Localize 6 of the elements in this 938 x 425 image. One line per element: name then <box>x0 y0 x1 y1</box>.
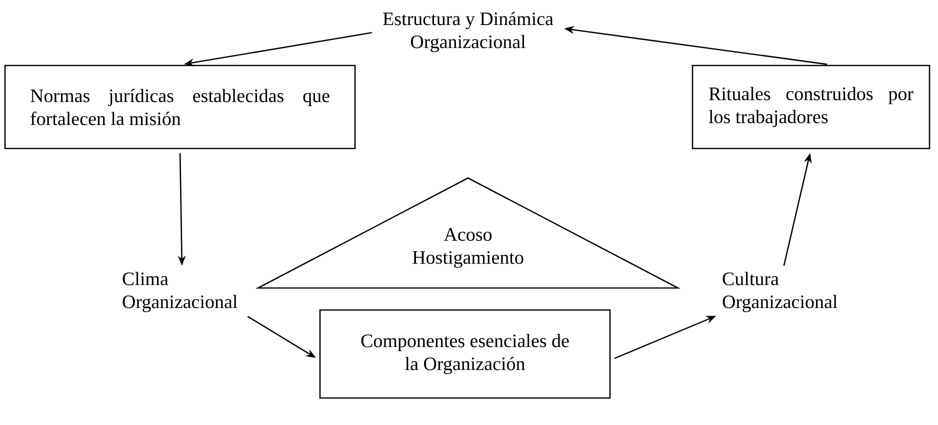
process-box: Rituales construidos por los trabajadores <box>692 64 930 150</box>
node-label: Clima Organizacional <box>122 272 238 312</box>
node-label: Cultura Organizacional <box>722 272 838 312</box>
process-box: Componentes esenciales de la Organización <box>319 309 611 399</box>
node-label: Estructura y Dinámica Organizacional <box>383 12 554 52</box>
process-box: Normas jurídicas establecidas que fortalecen la misión <box>4 64 356 150</box>
